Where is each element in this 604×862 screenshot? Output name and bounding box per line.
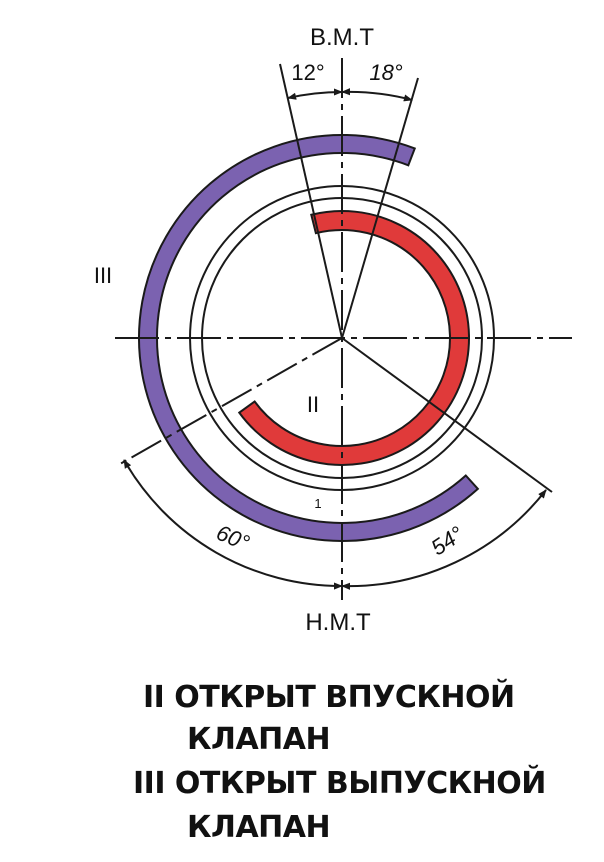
angle-label-60: 60°	[213, 520, 253, 556]
bdc-label: Н.М.Т	[305, 609, 371, 636]
radial-line-intake-close	[119, 337, 343, 465]
outer-ring-marker: 1	[314, 496, 321, 511]
caption-line-4: КЛАПАН	[187, 810, 331, 845]
radial-line-exhaust-close	[279, 63, 343, 339]
caption-line-3: III ОТКРЫТ ВЫПУСКНОЙ	[133, 766, 546, 801]
angle-label-18: 18°	[369, 60, 402, 85]
angle-label-54: 54°	[426, 521, 468, 560]
dimension-arc-18	[341, 88, 413, 102]
caption-line-2: КЛАПАН	[187, 722, 331, 757]
caption-line-1: II ОТКРЫТ ВПУСКНОЙ	[143, 680, 515, 715]
tdc-label: В.М.Т	[310, 24, 374, 51]
dimension-arc-12	[287, 88, 343, 100]
exhaust-ring-label: III	[94, 263, 112, 288]
radial-line-intake-open	[341, 77, 419, 339]
dimension-arc-54	[341, 489, 547, 590]
intake-ring-label: II	[307, 392, 319, 417]
radial-line-exhaust-open	[341, 337, 553, 493]
dimension-arc-60	[123, 459, 343, 590]
angle-label-12: 12°	[291, 60, 324, 85]
intake-valve-ring	[237, 210, 470, 466]
